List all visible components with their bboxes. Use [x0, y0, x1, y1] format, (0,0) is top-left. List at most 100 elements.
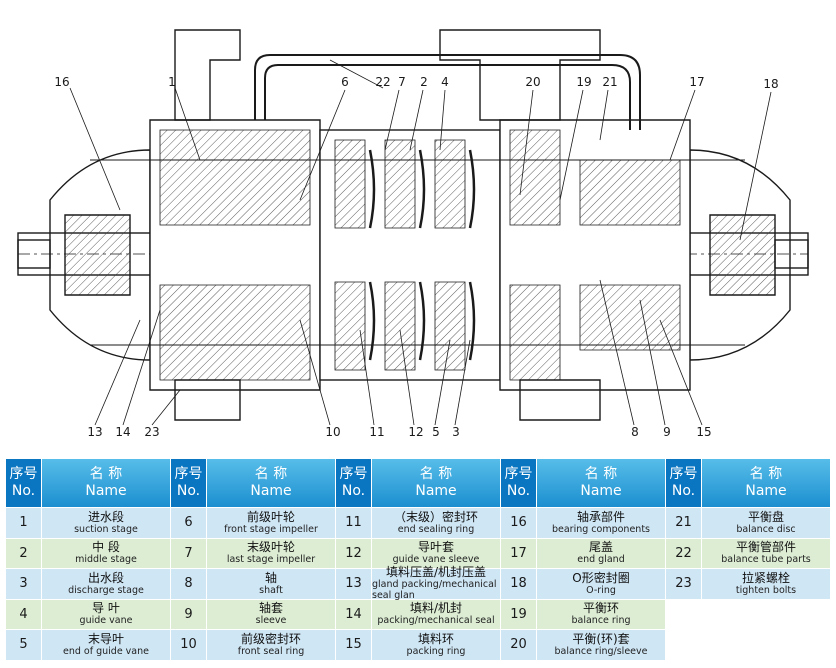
callout-18: 18 [763, 77, 778, 91]
balance-tube [254, 54, 641, 130]
header-name-en: Name [415, 483, 457, 499]
header-name-en: Name [580, 483, 622, 499]
part-name-cn: 填料/机封 [409, 601, 463, 616]
part-name-cn: 平衡管部件 [735, 540, 796, 555]
part-name-cn: （末级）密封环 [393, 509, 478, 524]
part-name-en: bearing components [551, 523, 650, 535]
header-no-cn: 序号 [174, 466, 203, 482]
part-name-en: discharge stage [68, 584, 144, 596]
callout-1: 1 [168, 75, 176, 89]
callout-3: 3 [452, 425, 460, 439]
part-name-en: middle stage [75, 554, 137, 566]
callout-14: 14 [115, 425, 130, 439]
callout-13: 13 [87, 425, 102, 439]
part-number: 7 [171, 538, 206, 568]
header-no-cn: 序号 [339, 466, 368, 482]
part-name-en: tighten bolts [735, 584, 797, 596]
part-name-cn: 前级叶轮 [246, 509, 295, 524]
part-name-cn: O形密封圈 [572, 570, 630, 585]
part-number: 9 [171, 599, 206, 629]
part-number: 5 [6, 630, 41, 660]
header-no-cn: 序号 [669, 466, 698, 482]
part-name-cn: 填料压盖/机封压盖 [385, 565, 487, 580]
header-no-en: No. [341, 483, 366, 499]
callout-10: 10 [325, 425, 340, 439]
part-number: 8 [171, 569, 206, 599]
part-name-en: shaft [259, 584, 283, 596]
header-no-en: No. [176, 483, 201, 499]
part-number: 17 [501, 538, 536, 568]
part-number: 16 [501, 508, 536, 538]
part-name-en: balance ring/sleeve [554, 645, 648, 657]
part-name-en: guide vane [79, 615, 133, 627]
callout-19: 19 [576, 75, 591, 89]
part-number: 14 [336, 599, 371, 629]
part-name-en: balance tube parts [721, 554, 811, 566]
header-name-cn: 名 称 [89, 466, 123, 482]
header-name-cn: 名 称 [254, 466, 288, 482]
part-name-cn: 导 叶 [92, 601, 120, 616]
part-number: 19 [501, 599, 536, 629]
callout-7: 7 [398, 75, 406, 89]
callout-11: 11 [369, 425, 384, 439]
callout-16: 16 [54, 75, 69, 89]
part-name-en: packing/mechanical seal [377, 615, 495, 627]
part-number: 15 [336, 630, 371, 660]
part-name-cn: 轴承部件 [576, 509, 625, 524]
callout-23: 23 [144, 425, 159, 439]
part-name-cn: 尾盖 [588, 540, 613, 555]
callout-15: 15 [696, 425, 711, 439]
part-number: 13 [336, 569, 371, 599]
part-name-cn: 中 段 [92, 540, 120, 555]
part-name-en: gland packing/mechanical seal glan [372, 579, 497, 602]
header-no-cn: 序号 [9, 466, 38, 482]
part-name-en: end sealing ring [397, 523, 475, 535]
part-name-en: end gland [577, 554, 625, 566]
part-name-en: suction stage [74, 523, 138, 535]
part-name-en: O-ring [586, 584, 616, 596]
part-number: 1 [6, 508, 41, 538]
callout-4: 4 [441, 75, 449, 89]
part-name-cn: 进水段 [87, 509, 124, 524]
header-no-en: No. [11, 483, 36, 499]
header-name-en: Name [85, 483, 127, 499]
header-name-cn: 名 称 [419, 466, 453, 482]
part-name-cn: 末导叶 [87, 631, 124, 646]
part-name-cn: 末级叶轮 [246, 540, 295, 555]
callout-9: 9 [663, 425, 671, 439]
header-no-en: No. [506, 483, 531, 499]
part-number: 11 [336, 508, 371, 538]
part-number: 18 [501, 569, 536, 599]
part-name-en: front seal ring [237, 645, 305, 657]
callout-6: 6 [341, 75, 349, 89]
part-name-cn: 平衡(环)套 [572, 631, 630, 646]
callout-22: 22 [375, 75, 390, 89]
header-name-en: Name [745, 483, 787, 499]
part-name-cn: 出水段 [87, 570, 124, 585]
part-name-cn: 轴套 [258, 601, 283, 616]
